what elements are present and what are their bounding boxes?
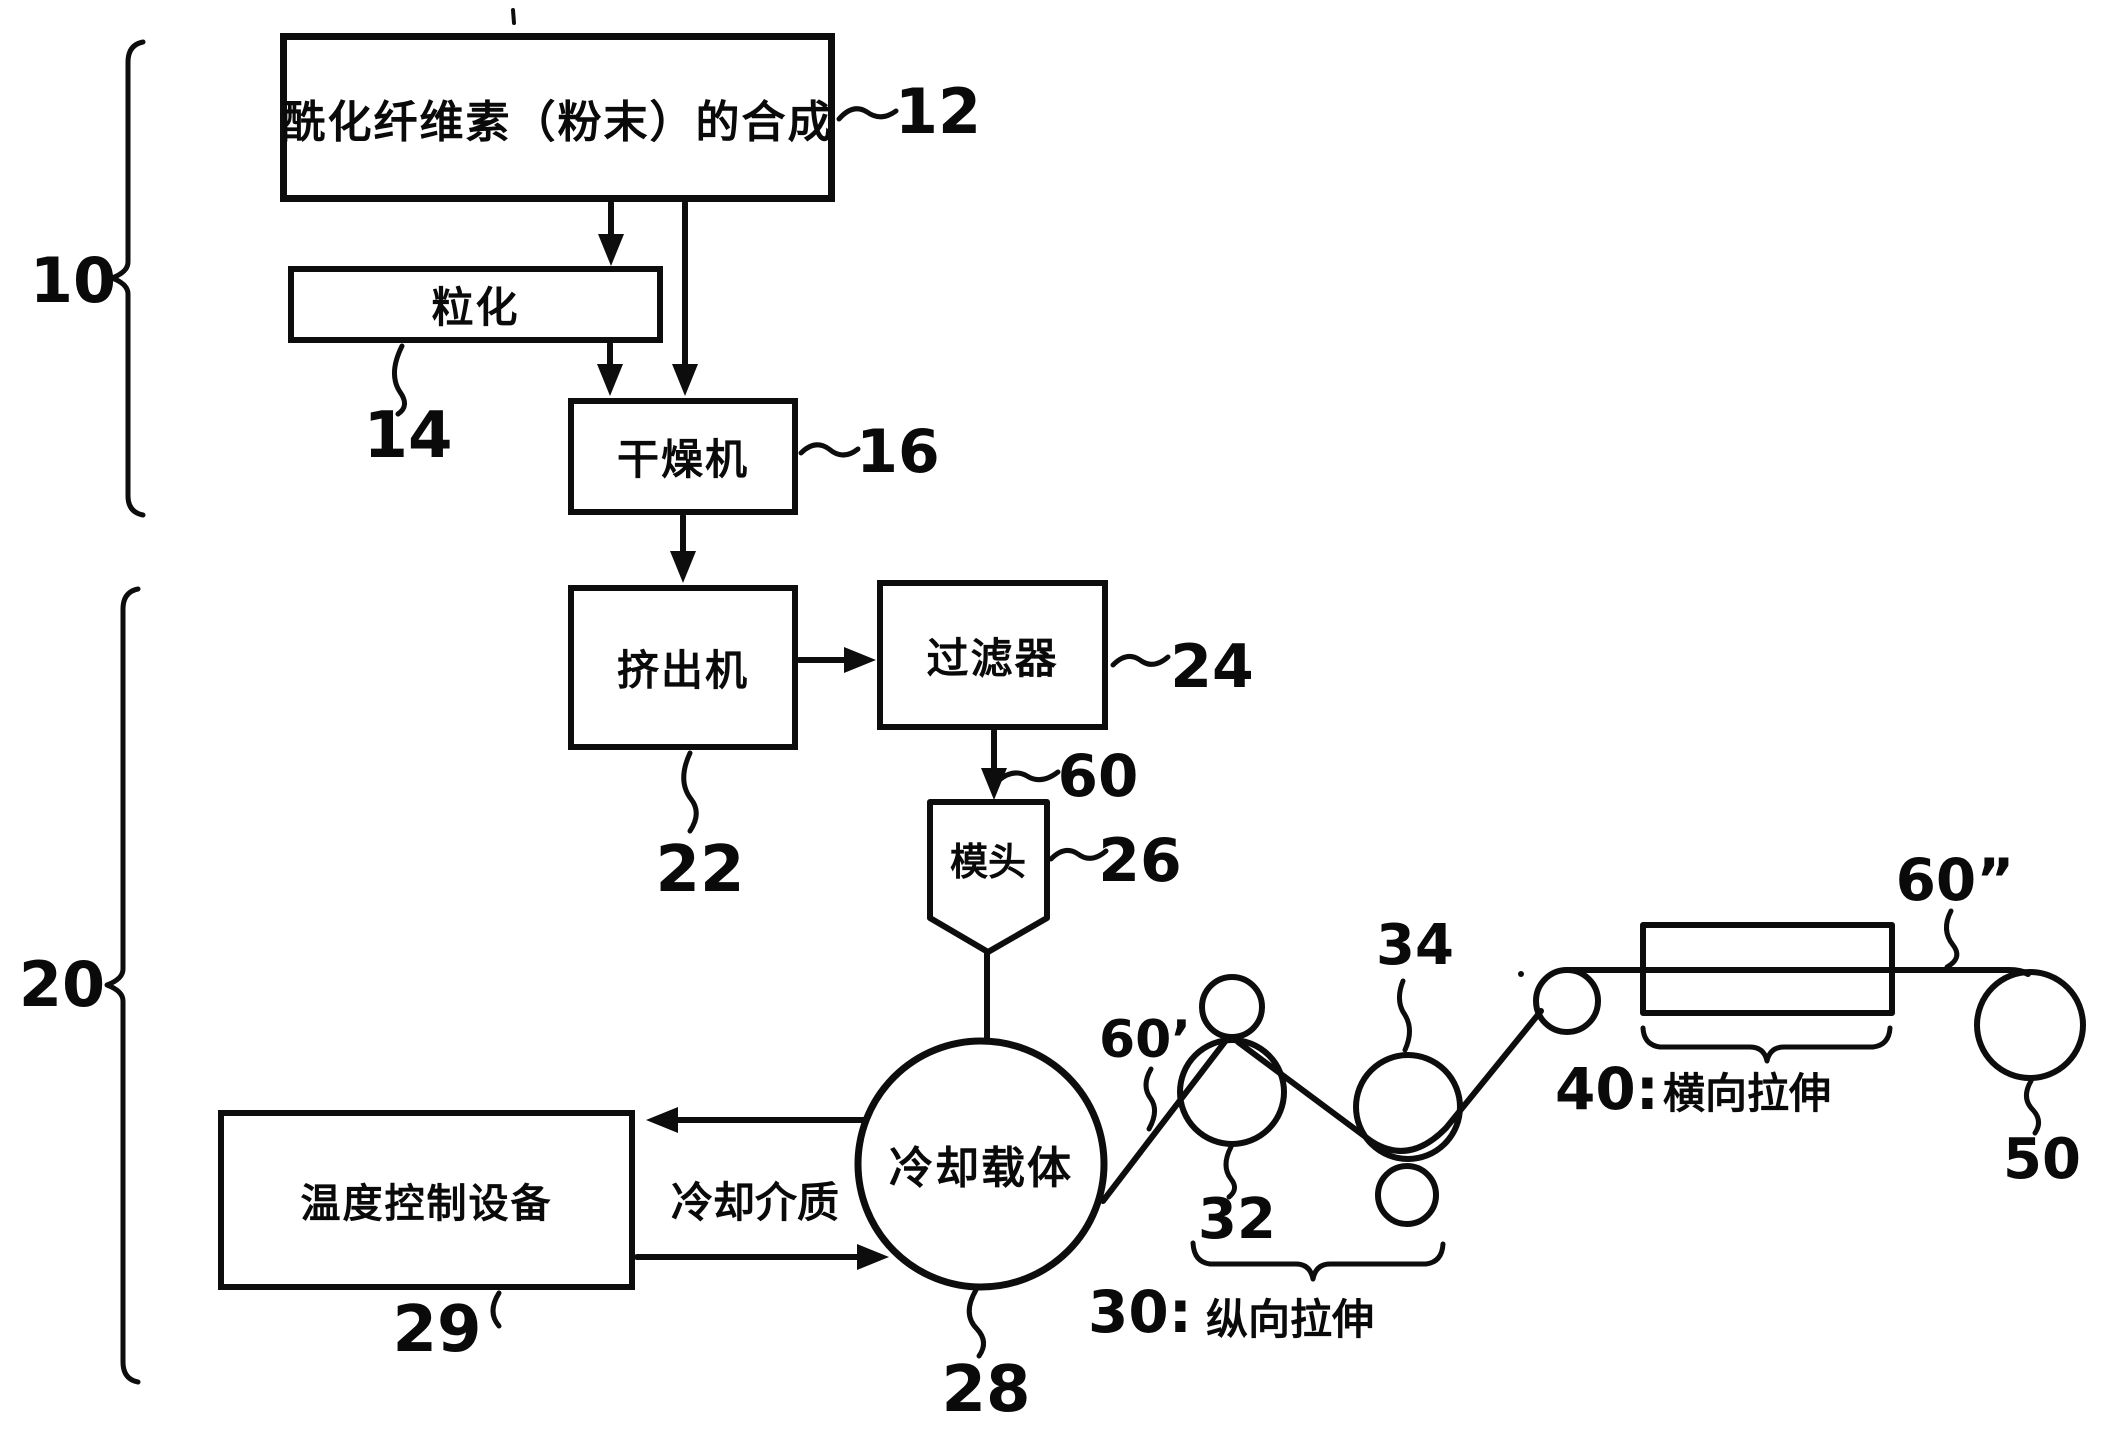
bracket-20 xyxy=(104,586,141,1385)
die-funnel-shape xyxy=(927,799,1050,955)
arrow-granulation-to-dryer xyxy=(597,341,623,396)
box-dryer: 干燥机 xyxy=(568,398,798,515)
box-synthesis: 酰化纤维素（粉末）的合成 xyxy=(280,33,835,202)
leader-60 xyxy=(995,769,1061,784)
leader-16 xyxy=(798,442,861,458)
box-dryer-label: 干燥机 xyxy=(616,435,749,484)
bracket-10 xyxy=(109,39,146,518)
die-label: 模头 xyxy=(949,840,1027,884)
arrow-drum-to-controller xyxy=(646,1107,869,1133)
leader-29 xyxy=(490,1290,502,1329)
leader-32 xyxy=(1223,1144,1237,1200)
ref-60: 60 xyxy=(1057,742,1139,810)
ref-32: 32 xyxy=(1198,1187,1276,1252)
ref-16: 16 xyxy=(856,417,940,487)
leader-24 xyxy=(1110,653,1171,668)
box-extruder: 挤出机 xyxy=(568,585,798,750)
box-temperature-controller-label: 温度控制设备 xyxy=(300,1181,553,1227)
ref-29: 29 xyxy=(392,1293,482,1367)
brace-40 xyxy=(1640,1025,1893,1064)
idler-roller xyxy=(1533,967,1601,1035)
ref-12: 12 xyxy=(894,75,982,148)
ref-28: 28 xyxy=(941,1353,1031,1427)
film-web-path xyxy=(1100,967,2031,1204)
winder-roll-50 xyxy=(1974,969,2086,1081)
transverse-stretch-label: 横向拉伸 xyxy=(1662,1069,1832,1118)
leader-34 xyxy=(1397,978,1412,1053)
ref-40: 40: xyxy=(1555,1055,1659,1123)
ref-22: 22 xyxy=(655,833,745,907)
box-synthesis-label: 酰化纤维素（粉末）的合成 xyxy=(281,96,834,148)
ref-34: 34 xyxy=(1376,913,1454,978)
cooling-medium-label: 冷却介质 xyxy=(670,1178,840,1227)
box-temperature-controller: 温度控制设备 xyxy=(218,1110,635,1290)
leader-14 xyxy=(392,343,407,417)
roller-32-upper xyxy=(1199,974,1265,1040)
ref-24: 24 xyxy=(1170,632,1254,702)
ref-26: 26 xyxy=(1098,826,1182,896)
arrow-synthesis-to-dryer xyxy=(672,200,698,396)
brace-30 xyxy=(1190,1240,1446,1282)
arrow-extruder-to-filter xyxy=(796,647,876,673)
cooling-drum: 冷却载体 xyxy=(858,1041,1104,1287)
leader-squiggles xyxy=(392,106,2041,1359)
bracket-20-label: 20 xyxy=(18,948,106,1021)
leader-60-doubleprime xyxy=(1944,908,1960,970)
leader-50 xyxy=(2024,1078,2041,1136)
arrow-filter-to-die xyxy=(981,728,1007,800)
box-granulation: 粒化 xyxy=(288,266,663,343)
tenter-box xyxy=(1640,922,1895,1016)
leader-26 xyxy=(1048,847,1109,862)
box-filter: 过滤器 xyxy=(877,580,1108,730)
leader-12 xyxy=(836,106,899,122)
box-extruder-label: 挤出机 xyxy=(616,646,749,695)
bracket-10-label: 10 xyxy=(29,244,117,317)
ref-14: 14 xyxy=(363,399,453,473)
ref-60-doubleprime: 60” xyxy=(1895,846,2015,914)
roller-34-lower xyxy=(1375,1163,1439,1227)
arrow-dryer-to-extruder xyxy=(670,513,696,583)
ref-50: 50 xyxy=(2003,1127,2081,1192)
box-filter-label: 过滤器 xyxy=(926,633,1059,683)
ref-30: 30: xyxy=(1088,1278,1192,1346)
arrow-synthesis-to-granulation xyxy=(598,200,624,266)
leader-22 xyxy=(681,750,699,834)
roller-32-lower xyxy=(1177,1037,1287,1147)
longitudinal-stretch-label: 纵向拉伸 xyxy=(1205,1295,1375,1344)
leader-28 xyxy=(966,1287,986,1359)
cooling-drum-label: 冷却载体 xyxy=(889,1143,1073,1194)
arrow-controller-to-drum xyxy=(634,1244,889,1270)
box-granulation-label: 粒化 xyxy=(431,283,520,332)
ref-60-prime: 60’ xyxy=(1098,1010,1192,1070)
leader-60-prime xyxy=(1143,1066,1157,1132)
